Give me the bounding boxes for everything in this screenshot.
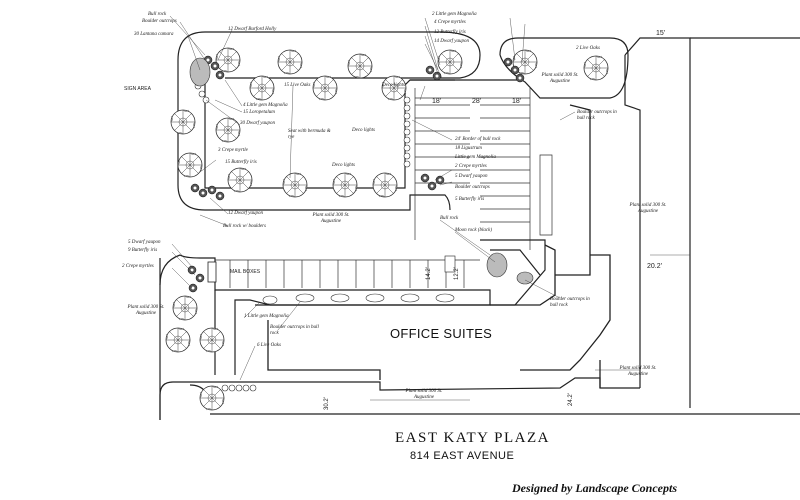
building-outline: [255, 104, 611, 388]
label-bull-rock-top: Bull rock: [148, 12, 167, 17]
label-sign-area: SIGN AREA: [124, 86, 151, 92]
label-butterfly-iris-9: 9 Butterfly iris: [128, 248, 158, 253]
label-deco-lights-mid: Deco lights: [352, 128, 375, 133]
label-dwarf-yaupon-5: 5 Dwarf yaupon: [455, 174, 488, 179]
dim-28: 28': [472, 98, 482, 105]
label-dwarf-yaupon-14: 14 Dwarf yaupon: [434, 39, 469, 44]
label-ligustrum: 18 Ligustrum: [455, 146, 482, 151]
label-little-gem-2: 2 Little gem Magnolia: [432, 12, 477, 17]
label-lantana: 30 Lantana camara: [134, 32, 174, 37]
label-bull-rock-boulders: Bull rock w/ boulders: [223, 224, 267, 229]
label-bull-rock-c: Bull rock: [440, 216, 459, 221]
label-plant-solid-r: Plant solid 300 St. Augustine: [629, 203, 667, 214]
mail-boxes: [207, 261, 217, 283]
label-seat: Seat with bermuda & rye: [288, 129, 331, 140]
label-border-bull: 24' Border of bull rock: [455, 137, 501, 142]
plan-title: EAST KATY PLAZA: [395, 430, 551, 446]
label-butterfly-iris-15: 15 Butterfly iris: [225, 160, 257, 165]
property-lines: [159, 37, 800, 420]
label-deco-lights-top: Deco lights: [382, 83, 405, 88]
label-dwarf-yaupon-12: 12 Dwarf yaupon: [228, 211, 263, 216]
building-label: OFFICE SUITES: [390, 326, 493, 341]
parking-lower: [215, 259, 480, 288]
label-mail-boxes: MAIL BOXES: [230, 269, 261, 275]
dim-20-2: 20.2': [647, 263, 662, 270]
label-loropetalum: 15 Loropetalum: [243, 110, 275, 115]
label-little-gem-4: 4 Little gem Magnolia: [243, 103, 288, 108]
plan-address: 814 EAST AVENUE: [410, 450, 515, 462]
label-little-gem-1: 1 Little gem Magnolia: [244, 314, 289, 319]
label-plant-solid-center: Plant solid 300 St. Augustine: [312, 213, 350, 224]
dim-14-2: 14.2': [426, 267, 432, 280]
label-boulder-bull-b: Boulder outcrops in bull rock: [270, 325, 319, 336]
label-plant-solid-l: Plant solid 300 St. Augustine: [127, 305, 165, 316]
label-plant-solid-br: Plant solid 300 St. Augustine: [619, 366, 657, 377]
label-burford-holly: 12 Dwarf Burford Holly: [228, 27, 277, 32]
leader-lines: [169, 15, 690, 401]
dim-24-2: 24.2': [568, 393, 574, 406]
label-deco-lights-low: Deco lights: [332, 163, 355, 168]
dim-18a: 18': [432, 98, 442, 105]
label-little-gem-mid: Little gem Magnolia: [455, 155, 496, 160]
label-butterfly-iris-12: 12 Butterfly iris: [434, 30, 466, 35]
label-boulder-outcrops-top: Boulder outcrops: [142, 19, 177, 24]
label-dwarf-yaupon-5b: 5 Dwarf yaupon: [128, 240, 161, 245]
label-boulder-bull-tr: Boulder outcrops in bull rock: [577, 110, 617, 121]
designer-credit: Designed by Landscape Concepts: [512, 481, 677, 495]
dim-12-2: 12.2': [454, 267, 460, 280]
label-boulder-bull-c: Boulder outcrops in bull rock: [550, 297, 590, 308]
boulders: [189, 57, 534, 305]
label-crepe-myrtles-2: 2 Crepe myrtles: [455, 164, 487, 169]
label-moon-rock: Moon rock (black): [455, 228, 493, 233]
label-boulder-mid: Boulder outcrops: [455, 185, 490, 190]
label-dwarf-yaupon-30: 30 Dwarf yaupon: [240, 121, 275, 126]
label-live-oaks-2: 2 Live Oaks: [576, 46, 600, 51]
label-crepe-myrtle-3: 3 Crepe myrtle: [218, 148, 248, 153]
parking-upper: [414, 88, 553, 250]
label-live-oaks-center: 15 Live Oaks: [284, 83, 311, 88]
label-live-oaks-6: 6 Live Oaks: [257, 343, 281, 348]
dim-30-2: 30.2': [324, 397, 330, 410]
label-plant-solid-tr: Plant solid 300 St. Augustine: [541, 73, 579, 84]
label-butterfly-iris-5: 5 Butterfly iris: [455, 197, 485, 202]
dim-18b: 18': [512, 98, 522, 105]
label-crepe-myrtle-4: 4 Crepe myrtles: [434, 20, 466, 25]
label-crepe-myrtles-l: 2 Crepe myrtles: [122, 264, 154, 269]
dim-15: 15': [656, 30, 666, 37]
moon-rock: [444, 255, 456, 273]
label-plant-solid-b: Plant solid 300 St. Augustine: [405, 389, 443, 400]
